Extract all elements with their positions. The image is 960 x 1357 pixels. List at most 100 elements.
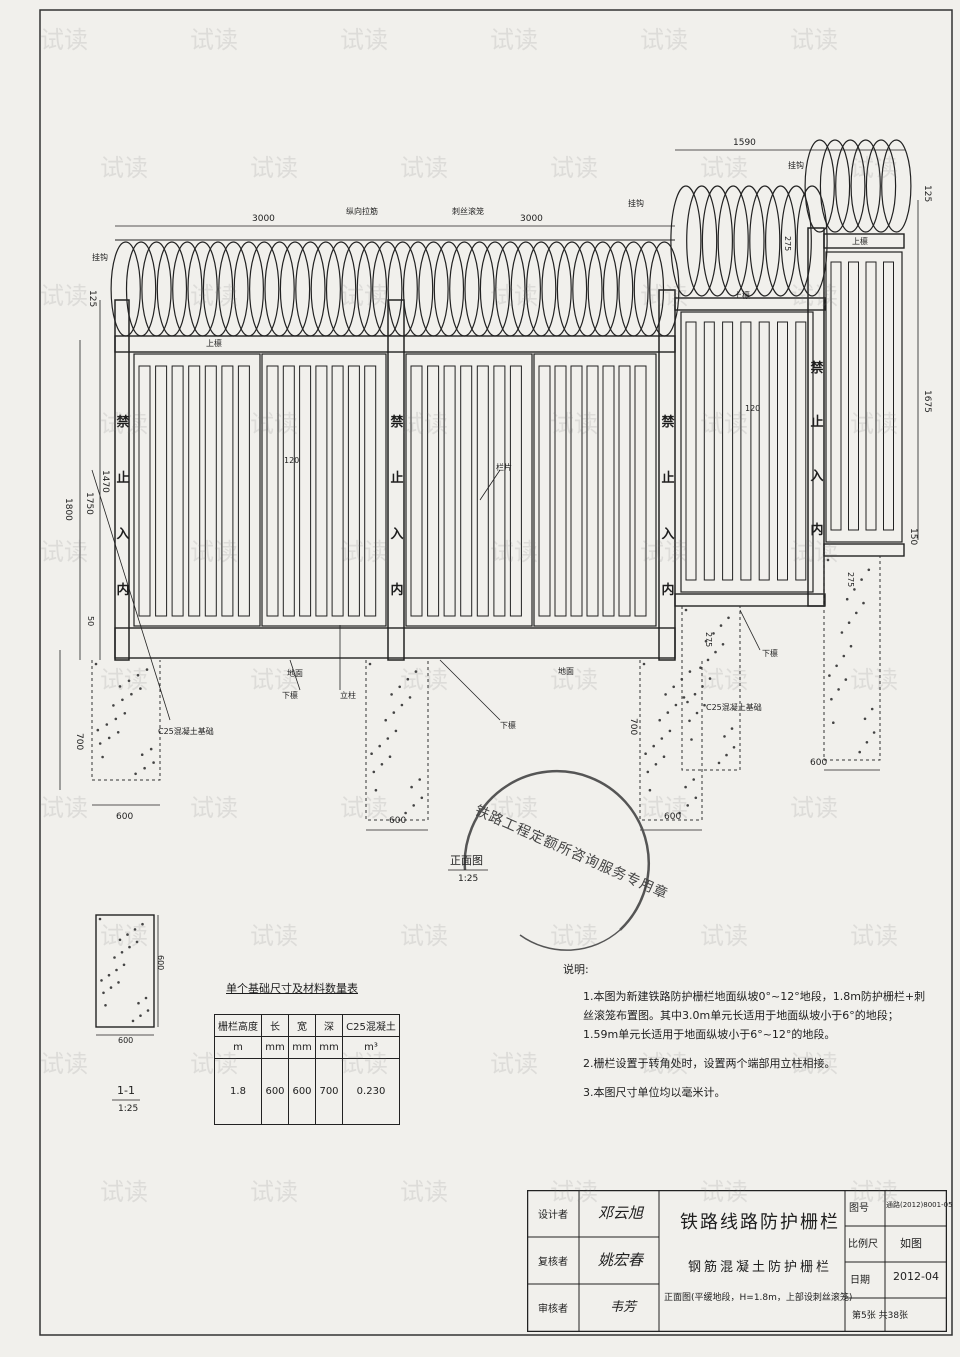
watermark-text: 试读 <box>550 1178 598 1206</box>
watermark-text: 试读 <box>700 666 748 694</box>
concrete-dot <box>844 678 848 681</box>
tb-date-value: 2012-04 <box>893 1270 939 1283</box>
watermark-text: 试读 <box>790 794 838 822</box>
coil-loop <box>835 139 866 233</box>
concrete-dot <box>694 796 698 800</box>
concrete-dot <box>832 721 835 724</box>
watermark-text: 试读 <box>550 154 598 182</box>
note-item: 2.栅栏设置于转角处时，设置两个端部用立柱相接。 <box>583 1057 836 1070</box>
concrete-dot <box>678 811 681 815</box>
concrete-dot <box>149 747 153 751</box>
concrete-dot <box>845 597 849 601</box>
sign-char: 内 <box>810 523 824 538</box>
watermark-text: 试读 <box>490 794 538 822</box>
lower-rail <box>114 627 676 659</box>
foundation-3 <box>639 660 703 821</box>
panel-slot <box>204 365 217 617</box>
table-header-row: 栅栏高度 长 宽 深 C25混凝土 <box>214 1014 400 1037</box>
coil-loop <box>156 241 188 337</box>
concrete-dot <box>98 742 102 745</box>
panel-2 <box>261 353 387 627</box>
concrete-dot <box>646 770 650 774</box>
label-hook-b: 挂钩 <box>628 199 644 208</box>
panel-slot <box>237 365 250 617</box>
watermark-text: 试读 <box>40 26 88 54</box>
concrete-dot <box>712 632 715 635</box>
sign-char: 内 <box>390 583 404 598</box>
watermark-text: 试读 <box>100 410 148 438</box>
watermark-text: 试读 <box>190 26 238 54</box>
concrete-dot <box>133 928 137 931</box>
concrete-dot <box>664 693 667 696</box>
concrete-dot <box>140 753 144 756</box>
sign-char: 入 <box>116 527 130 542</box>
dim-150: 150 <box>908 528 918 546</box>
dim-1800: 1800 <box>63 498 73 521</box>
coil-loop <box>218 241 249 337</box>
note-item: 3.本图尺寸单位均以毫米计。 <box>583 1086 726 1099</box>
coil-loop <box>733 185 765 297</box>
dim-125-right: 125 <box>922 185 932 203</box>
sign-char: 止 <box>390 471 404 486</box>
coil-loop <box>387 241 418 337</box>
view-scale: 1:25 <box>458 874 479 884</box>
coil-loop <box>110 241 141 337</box>
section-dim-h-text: 600 <box>156 955 165 971</box>
coil-loop <box>686 185 718 297</box>
concrete-dot <box>107 973 111 977</box>
concrete-dot <box>828 674 831 677</box>
dim-50: 50 <box>86 616 95 627</box>
post-left <box>114 299 130 661</box>
concrete-dot <box>648 788 652 792</box>
concrete-dot <box>680 677 684 681</box>
watermark-text: 试读 <box>850 410 898 438</box>
section-dim-w-text: 600 <box>118 1036 134 1045</box>
watermark-text: 试读 <box>250 410 298 438</box>
lower-rail-step1 <box>674 593 826 607</box>
upper-rail-step2 <box>823 233 905 249</box>
coil-loop <box>233 241 264 337</box>
concrete-dot <box>121 698 124 702</box>
concrete-dot <box>96 728 100 732</box>
concrete-dot <box>100 979 103 982</box>
dim-700-a: 700 <box>74 733 84 751</box>
table-header: 宽 <box>288 1014 316 1037</box>
watermark-text: 试读 <box>190 282 238 310</box>
concrete-dot <box>139 1014 142 1017</box>
concrete-dot <box>714 650 717 654</box>
coil-loop <box>850 139 881 233</box>
concrete-dot <box>372 770 376 774</box>
panel-slot <box>155 365 168 617</box>
coil-loop <box>295 241 326 337</box>
coil-loop <box>356 241 388 337</box>
concrete-dot <box>717 761 721 765</box>
sign-char: 入 <box>810 469 824 484</box>
watermark-text: 试读 <box>400 410 448 438</box>
coil-loop <box>804 139 835 233</box>
table-row: 1.8 600 600 700 0.230 <box>214 1058 400 1125</box>
watermark-text: 试读 <box>700 1178 748 1206</box>
panel-slot <box>538 365 551 617</box>
watermark-text: 试读 <box>340 538 388 566</box>
concrete-dot <box>135 940 139 944</box>
concrete-dot <box>652 744 655 748</box>
panel-slot <box>171 365 184 617</box>
sign-char: 入 <box>661 527 675 542</box>
table-header: 深 <box>315 1014 343 1037</box>
concrete-dot <box>134 772 137 776</box>
concrete-dot <box>102 991 105 995</box>
coil-loop <box>618 241 649 337</box>
dim-275-a: 275 <box>704 632 713 648</box>
coil-loop <box>433 241 465 337</box>
concrete-dot <box>860 578 863 581</box>
panel-slot <box>315 365 328 617</box>
concrete-dot <box>701 685 704 688</box>
concrete-dot <box>660 737 664 740</box>
panel-3 <box>405 353 533 627</box>
panel-1 <box>133 353 261 627</box>
concrete-dot <box>686 804 689 807</box>
concrete-dot <box>688 719 691 723</box>
concrete-dot <box>706 658 710 662</box>
concrete-dot <box>384 718 388 722</box>
coil-loop <box>141 241 172 337</box>
